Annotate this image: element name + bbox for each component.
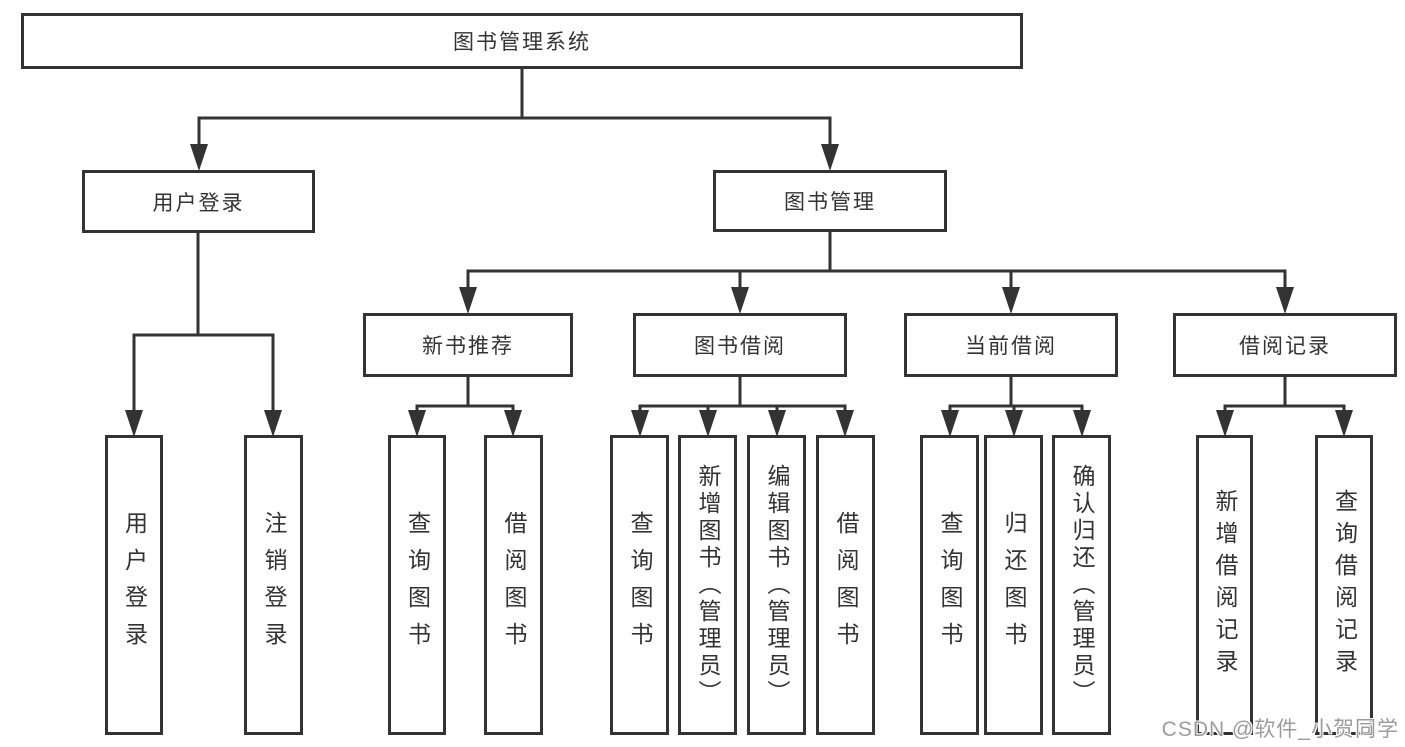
leaf-query-books-current: 查询图书 [920,435,979,735]
arrow-down-icon [459,287,477,314]
arrow-down-icon [821,144,839,171]
arrow-down-icon [1216,410,1234,437]
node-book-borrow: 图书借阅 [633,313,847,377]
arrowheads [125,144,1353,437]
leaf-borrow-books: 借阅图书 [816,435,875,735]
arrow-down-icon [768,410,786,437]
leaf-query-borrow-record: 查询借阅记录 [1315,435,1373,735]
arrow-down-icon [125,410,143,437]
arrow-down-icon [1335,410,1353,437]
leaf-query-books-borrow: 查询图书 [610,435,669,735]
leaf-add-borrow-record: 新增借阅记录 [1196,435,1253,735]
arrow-down-icon [1002,287,1020,314]
leaf-borrow-books-recommend: 借阅图书 [484,435,543,735]
arrow-down-icon [1005,410,1023,437]
arrow-down-icon [941,410,959,437]
arrow-down-icon [504,410,522,437]
node-current-borrow: 当前借阅 [904,313,1118,377]
arrow-down-icon [190,144,208,171]
node-borrow-records: 借阅记录 [1173,313,1397,377]
csdn-watermark: CSDN @软件_小贺同学 [1161,718,1399,741]
leaf-user-login: 用户登录 [105,435,163,735]
arrow-down-icon [1073,410,1091,437]
arrow-down-icon [1276,287,1294,314]
arrow-down-icon [408,410,426,437]
arrow-down-icon [631,410,649,437]
node-user-login: 用户登录 [82,170,315,233]
leaf-confirm-return-admin: 确认归还（管理员） [1052,435,1111,735]
leaf-logout: 注销登录 [244,435,303,735]
arrow-down-icon [731,287,749,314]
arrow-down-icon [836,410,854,437]
arrow-down-icon [264,410,282,437]
node-library-system: 图书管理系统 [21,13,1023,69]
leaf-edit-book-admin: 编辑图书（管理员） [747,435,806,735]
leaf-query-books-recommend: 查询图书 [388,435,446,735]
node-book-management: 图书管理 [713,170,947,232]
arrow-down-icon [699,410,717,437]
leaf-return-books: 归还图书 [984,435,1043,735]
leaf-add-book-admin: 新增图书（管理员） [678,435,737,735]
node-new-book-recommend: 新书推荐 [363,313,573,377]
